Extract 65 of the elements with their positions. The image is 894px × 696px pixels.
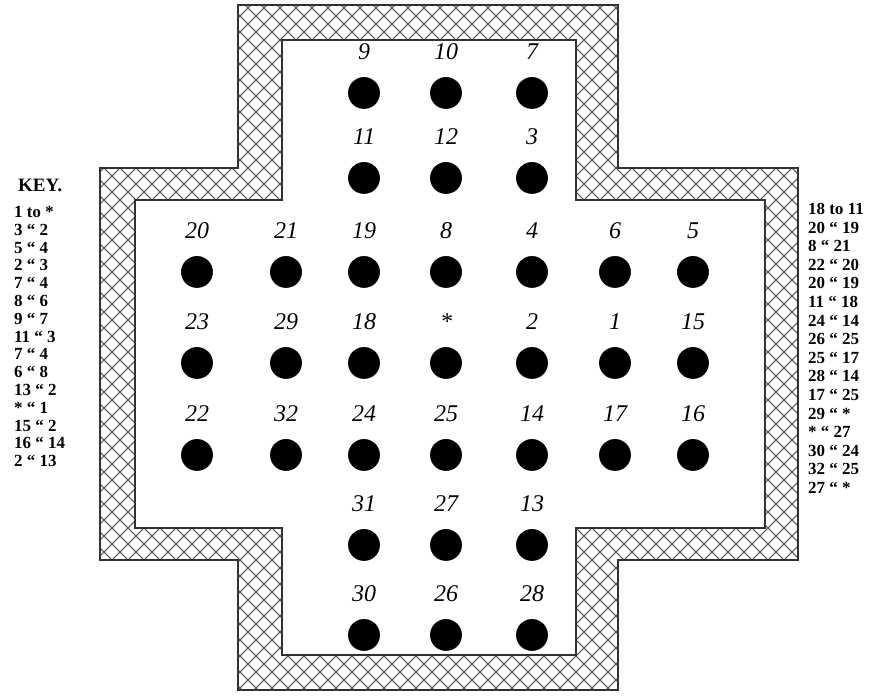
key-entry: 24 “ 14 — [808, 312, 859, 329]
hole-number: 14 — [519, 400, 545, 428]
hole-number: 27 — [433, 490, 460, 518]
hole-number: 18 — [351, 308, 377, 336]
hole-number: 23 — [184, 308, 210, 336]
key-entry: 8 “ 21 — [808, 237, 850, 254]
hole-number: 11 — [352, 123, 376, 151]
hole-number: 30 — [351, 580, 377, 608]
hole-number: 29 — [273, 308, 299, 336]
key-entry: 25 “ 17 — [808, 348, 859, 366]
key-entry: 27 “ * — [808, 479, 850, 496]
key-entry: 29 “ * — [808, 404, 850, 422]
hole-number: 20 — [184, 217, 210, 245]
key-entry: 5 “ 4 — [14, 238, 48, 256]
hole-number: 13 — [519, 490, 545, 518]
key-entry: 13 “ 2 — [14, 381, 56, 398]
key-entry: 2 “ 3 — [14, 256, 48, 274]
key-entry: * “ 1 — [14, 398, 48, 416]
hole-number: 1 — [608, 308, 622, 336]
key-entry: 7 “ 4 — [14, 345, 48, 362]
key-entry: 8 “ 6 — [14, 292, 48, 309]
hole-number: 28 — [519, 580, 545, 608]
hole-number: 21 — [273, 217, 299, 245]
key-entry: * “ 27 — [808, 423, 850, 440]
key-entry: 17 “ 25 — [808, 386, 859, 403]
key-entry: 1 to * — [14, 203, 54, 220]
hole-number: * — [439, 308, 453, 336]
hole-number: 2 — [525, 308, 539, 336]
key-entry: 11 “ 3 — [14, 328, 56, 345]
hole-number: 12 — [433, 123, 459, 151]
hole-number: 22 — [184, 400, 210, 428]
key-entry: 20 “ 19 — [808, 218, 859, 236]
hole-number: 32 — [273, 400, 299, 428]
key-entry: 3 “ 2 — [14, 220, 48, 238]
hole-number: 4 — [525, 217, 539, 245]
hole-number: 24 — [351, 400, 377, 428]
key-entry: 32 “ 25 — [808, 460, 859, 478]
key-entry: 16 “ 14 — [14, 434, 65, 452]
key-entry: 15 “ 2 — [14, 416, 56, 434]
key-entry: 11 “ 18 — [808, 293, 858, 310]
hole-number: 3 — [525, 123, 539, 151]
hole-number: 16 — [680, 400, 706, 428]
key-entry: 20 “ 19 — [808, 274, 859, 292]
hole-number: 25 — [433, 400, 459, 428]
hole-number: 7 — [525, 38, 540, 66]
key-entry: 26 “ 25 — [808, 330, 859, 348]
hole-number: 5 — [686, 217, 700, 245]
key-entry: 30 “ 24 — [808, 442, 859, 459]
key-entry: 18 to 11 — [808, 200, 864, 217]
key-entry: 2 “ 13 — [14, 452, 56, 470]
hole-number: 9 — [357, 38, 371, 66]
key-entry: 7 “ 4 — [14, 274, 48, 292]
key-entry: 9 “ 7 — [14, 310, 48, 327]
key-entry: 22 “ 20 — [808, 256, 859, 273]
hole-number: 6 — [608, 217, 622, 245]
key-entry: 28 “ 14 — [808, 367, 859, 384]
hole-number: 15 — [680, 308, 706, 336]
key-heading: KEY. — [18, 177, 62, 194]
hole-number: 17 — [602, 400, 629, 428]
hole-number: 26 — [433, 580, 459, 608]
key-entry: 6 “ 8 — [14, 363, 48, 380]
hole-number: 31 — [351, 490, 377, 518]
hole-number: 19 — [351, 217, 377, 245]
hole-number: 10 — [433, 38, 459, 66]
hole-number: 8 — [439, 217, 453, 245]
